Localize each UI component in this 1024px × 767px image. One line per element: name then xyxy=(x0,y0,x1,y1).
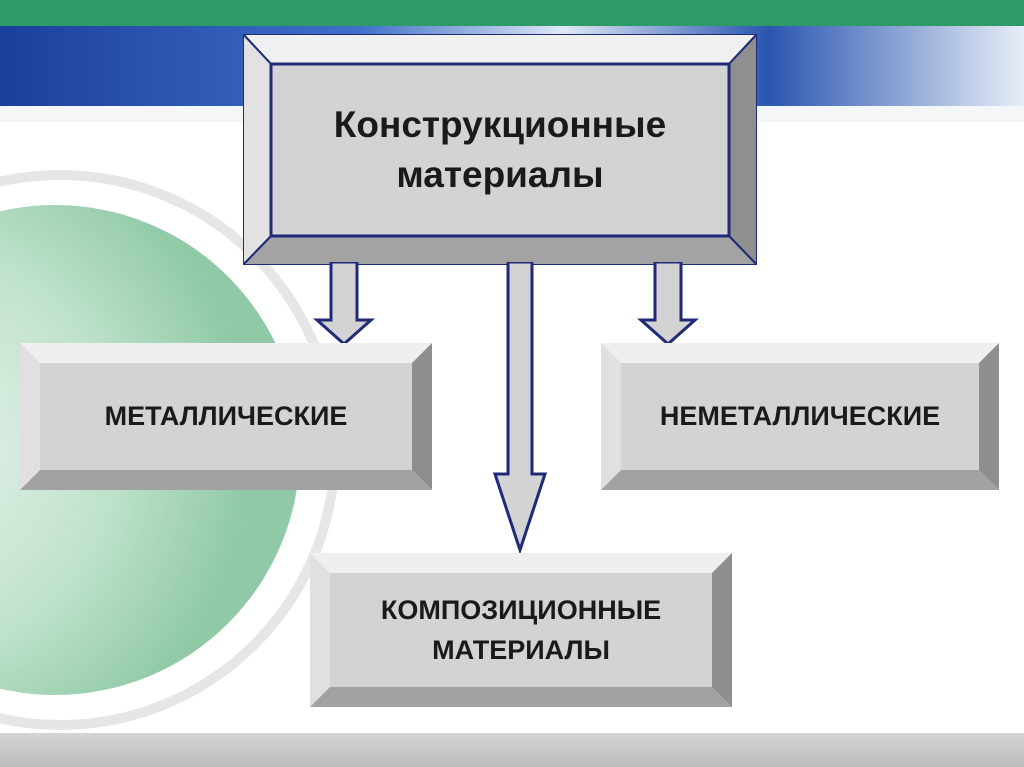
arrow-to-metallic xyxy=(313,262,375,346)
node-label-line2: материалы xyxy=(396,154,604,195)
node-structural-materials: Конструкционные материалы xyxy=(243,34,757,265)
node-label: МЕТАЛЛИЧЕСКИЕ xyxy=(104,401,348,431)
node-label-line2: МАТЕРИАЛЫ xyxy=(432,635,610,665)
node-metallic: МЕТАЛЛИЧЕСКИЕ xyxy=(20,343,432,490)
node-label: КОМПОЗИЦИОННЫЕ МАТЕРИАЛЫ xyxy=(330,573,712,687)
node-frame xyxy=(310,553,732,707)
node-frame xyxy=(601,343,999,490)
node-composite: КОМПОЗИЦИОННЫЕ МАТЕРИАЛЫ xyxy=(310,553,732,707)
node-label-line1: КОМПОЗИЦИОННЫЕ xyxy=(380,595,662,625)
node-frame xyxy=(243,34,757,265)
node-frame xyxy=(20,343,432,490)
node-nonmetallic: НЕМЕТАЛЛИЧЕСКИЕ xyxy=(601,343,999,490)
node-label: Конструкционные материалы xyxy=(271,64,729,236)
bottom-gray-band xyxy=(0,733,1024,767)
node-label: НЕМЕТАЛЛИЧЕСКИЕ xyxy=(659,401,941,431)
node-label-line1: Конструкционные xyxy=(333,104,667,145)
arrow-to-composite xyxy=(492,262,548,554)
arrow-to-nonmetallic xyxy=(637,262,699,346)
top-green-band xyxy=(0,0,1024,26)
